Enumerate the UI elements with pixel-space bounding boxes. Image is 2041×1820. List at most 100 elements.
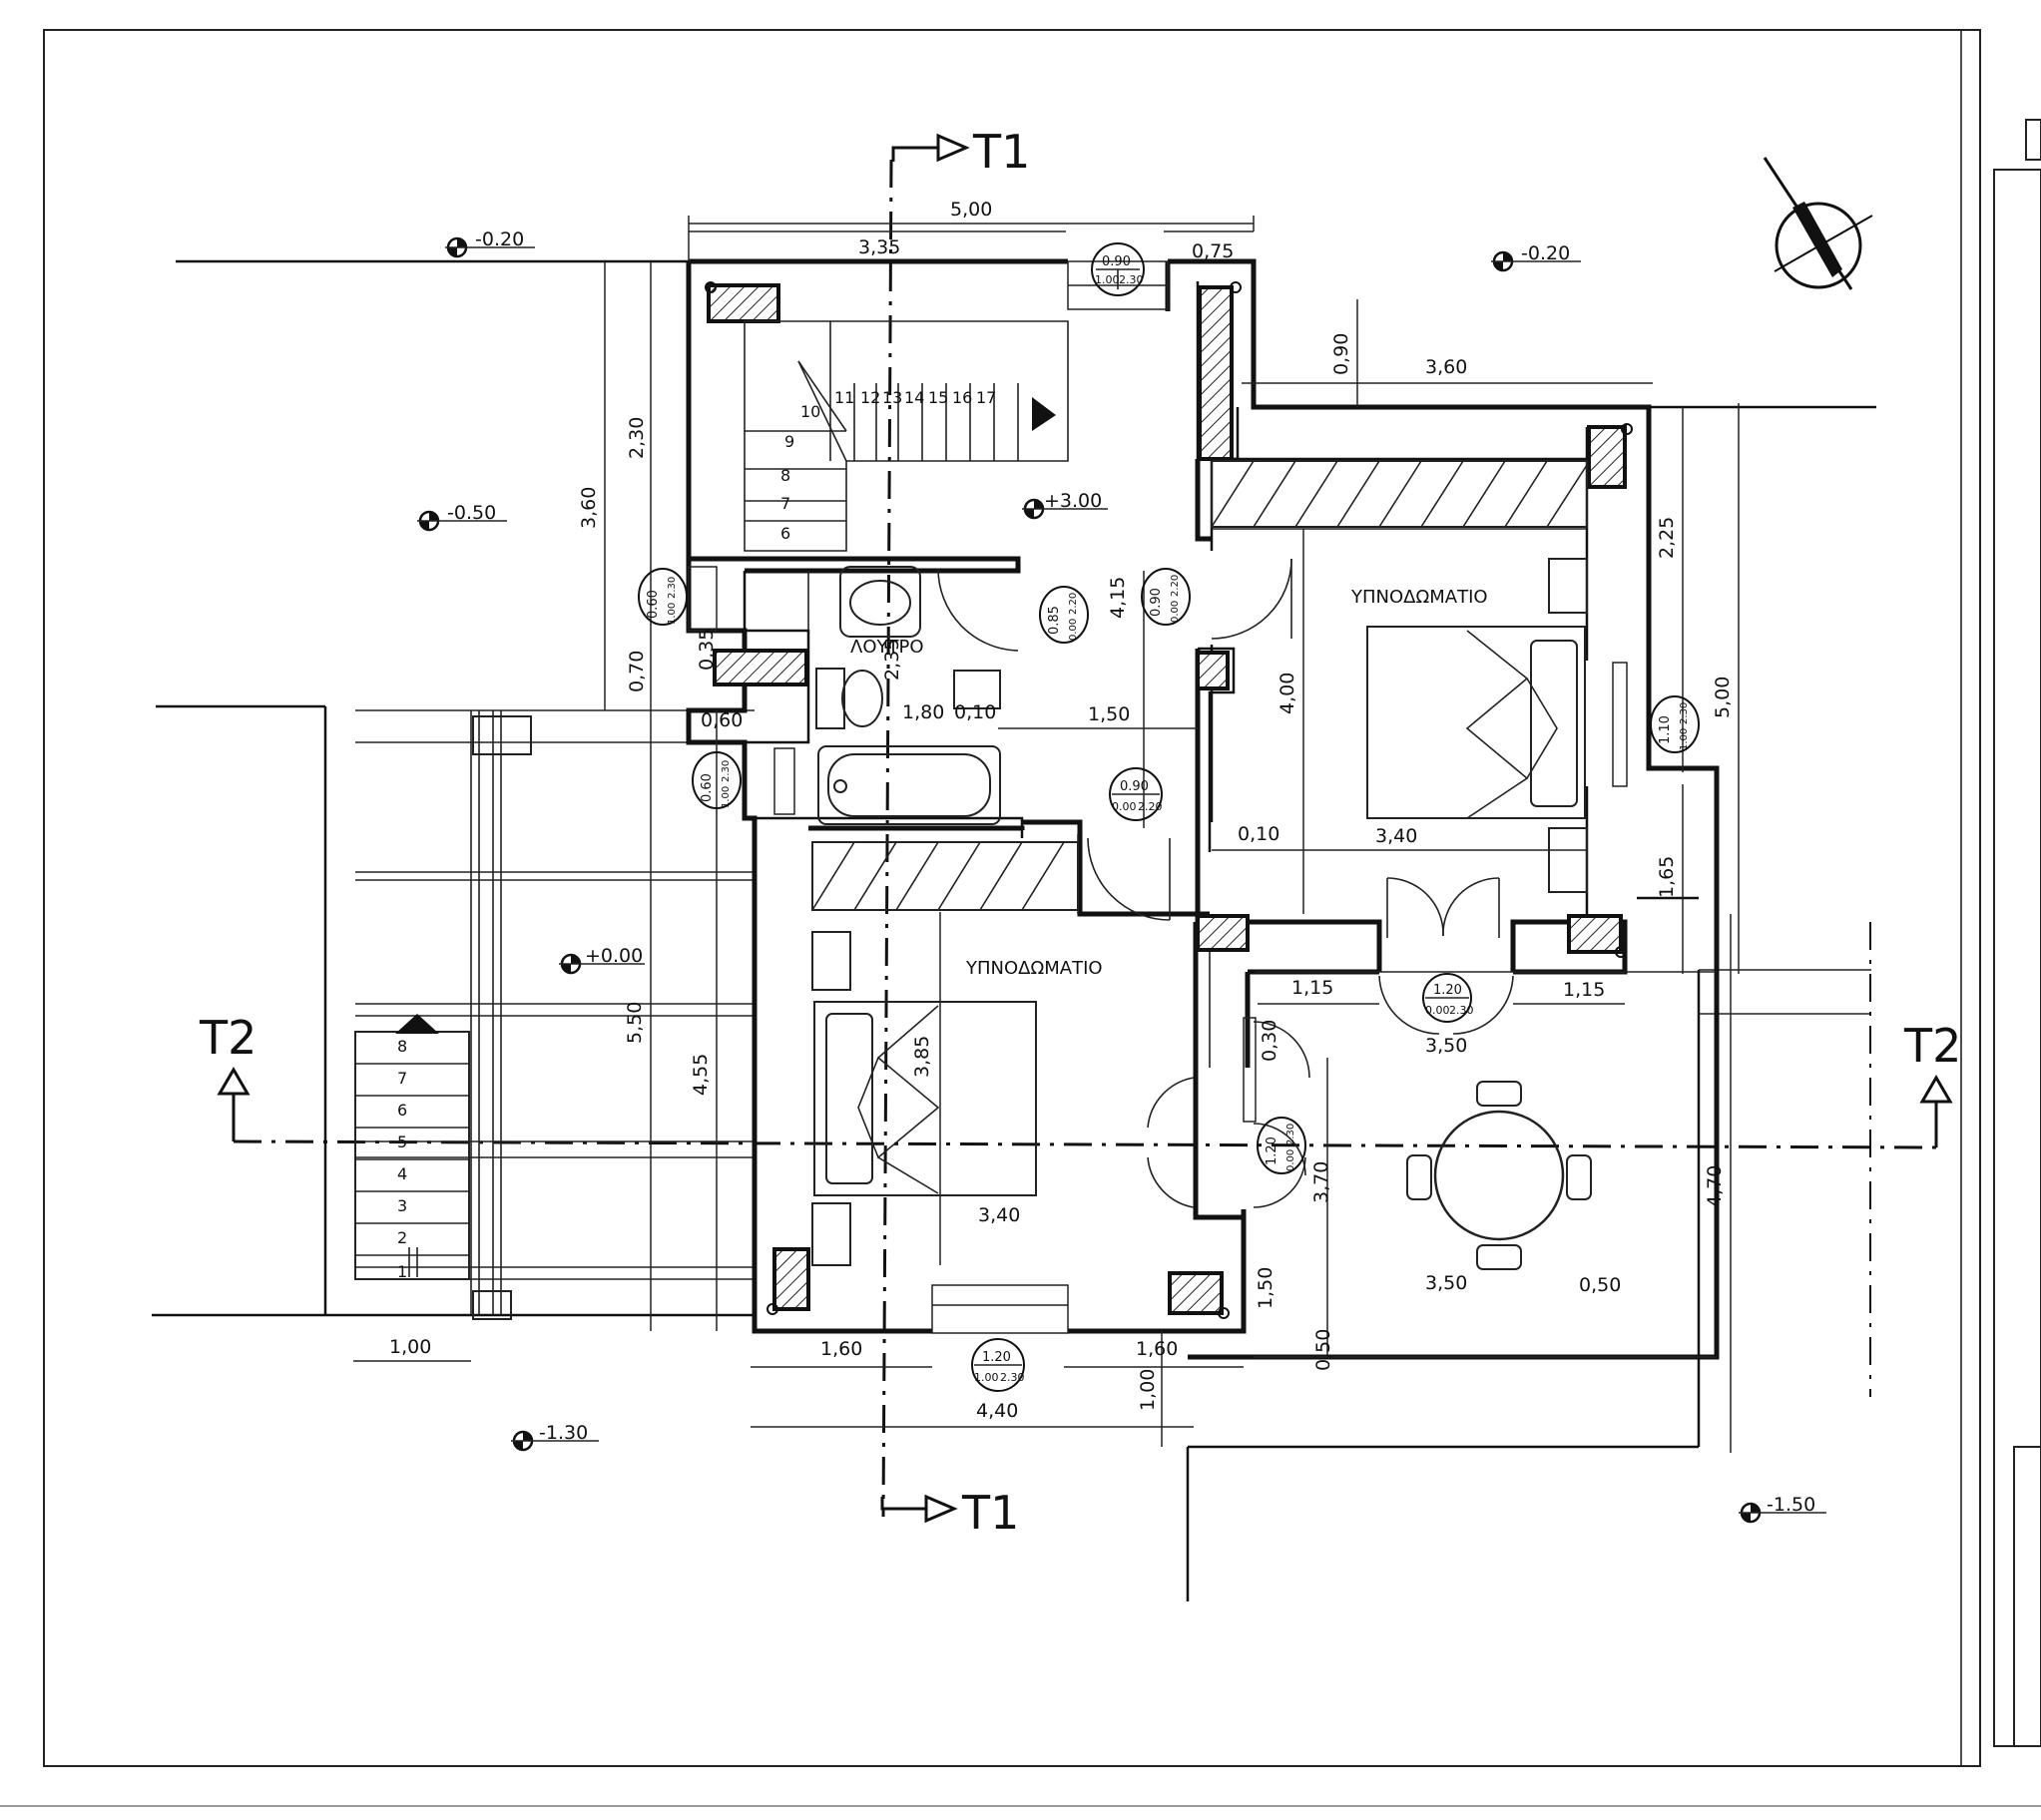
- stair-step-7: 7: [397, 1069, 407, 1088]
- dim-035: 0,35: [696, 629, 718, 671]
- window-tag-w3: 0.85 0.00 2.20: [1039, 586, 1089, 644]
- dim-050-vertical: 0,50: [1312, 1329, 1334, 1371]
- level-marker-icon: [1739, 1502, 1826, 1524]
- dining-table: [1406, 1081, 1592, 1270]
- inner-step-6: 6: [780, 524, 790, 543]
- window-w8-width: 1.20: [1433, 983, 1462, 998]
- window-tag-w9: 1.20 0.00 2.30: [1257, 1117, 1306, 1174]
- dim-160: 1,60: [820, 1338, 862, 1360]
- window-w4-head: 2.20: [1170, 575, 1181, 597]
- dim-160-b: 1,60: [1136, 1338, 1178, 1360]
- window-w10-width: 1.20: [982, 1350, 1011, 1365]
- dim-360-vertical: 3,60: [578, 487, 600, 529]
- dim-165: 1,65: [1656, 856, 1678, 898]
- dim-350-b: 3,50: [1425, 1272, 1467, 1294]
- dim-360: 3,60: [1425, 356, 1467, 378]
- level-marker-icon: [511, 1430, 599, 1452]
- dim-400: 4,00: [1276, 673, 1298, 714]
- window-w3-sill: 0.00: [1068, 619, 1079, 641]
- window-w9-width: 1.20: [1265, 1137, 1279, 1165]
- window-w8-sill: 0.00: [1425, 1004, 1450, 1017]
- wardrobe-bedroom-2: [811, 841, 1079, 911]
- level-marker-icon: [1491, 250, 1581, 272]
- sheet-border: [43, 29, 1981, 1767]
- window-w9-head: 2.30: [1285, 1124, 1296, 1145]
- window-w4-width: 0.90: [1149, 588, 1164, 617]
- window-tag-w2: 0.60 1.00 2.30: [638, 568, 688, 626]
- interior-stairs: 6 7 8 9 10 11 12 13 14 15 16 17: [744, 320, 1069, 552]
- window-w10-sill: 1.00: [974, 1371, 999, 1384]
- inner-step-16: 16: [952, 388, 972, 407]
- window-tag-w5: 0.60 1.00 2.30: [692, 751, 742, 809]
- level-label-4: +3.00: [1044, 490, 1102, 512]
- dim-115: 1,15: [1291, 977, 1333, 999]
- room-label-bath: ΛΟΥΤΡΟ: [850, 637, 924, 658]
- window-w7-head: 2.30: [1679, 702, 1690, 724]
- window-w10-head: 2.30: [1000, 1371, 1025, 1384]
- dim-440: 4,40: [976, 1400, 1018, 1422]
- section-line-t1: T1 T1: [880, 125, 1030, 1540]
- level-label-1: -0.20: [475, 228, 524, 250]
- dim-150-vertical: 1,50: [1255, 1267, 1276, 1309]
- window-w1-head: 2.30: [1119, 273, 1144, 286]
- section-label-t1-bottom: T1: [961, 1486, 1019, 1540]
- stair-step-3: 3: [397, 1196, 407, 1215]
- double-bed-2: [811, 931, 1037, 1266]
- dim-335: 3,35: [858, 236, 900, 258]
- window-w5-sill: 1.00: [721, 786, 732, 808]
- dim-100-vertical: 1,00: [1137, 1369, 1159, 1411]
- wardrobe-bedroom-1: [1211, 460, 1588, 528]
- dim-415: 4,15: [1107, 577, 1129, 619]
- window-w4-sill: 0.00: [1170, 601, 1181, 623]
- stair-step-2: 2: [397, 1228, 407, 1247]
- dim-180: 1,80: [902, 701, 944, 723]
- window-tag-w8: 1.20 0.00 2.30: [1422, 973, 1474, 1023]
- level-label-2: -0.20: [1521, 242, 1570, 264]
- dim-070: 0,70: [626, 651, 648, 692]
- window-tag-w7: 1.10 1.00 2.30: [1650, 695, 1700, 753]
- dim-385: 3,85: [911, 1036, 933, 1078]
- section-label-t1-top: T1: [972, 125, 1030, 179]
- dim-370: 3,70: [1310, 1161, 1332, 1203]
- dim-470: 4,70: [1704, 1165, 1726, 1207]
- inner-step-11: 11: [834, 388, 854, 407]
- inner-step-7: 7: [780, 494, 790, 513]
- stair-step-8: 8: [397, 1037, 407, 1056]
- inner-step-15: 15: [928, 388, 948, 407]
- window-w6-sill: 0.00: [1112, 800, 1137, 813]
- window-w2-head: 2.30: [667, 577, 678, 599]
- window-tag-w6: 0.90 0.00 2.20: [1109, 767, 1163, 821]
- dim-090: 0,90: [1330, 333, 1352, 375]
- window-w2-width: 0.60: [646, 590, 661, 619]
- level-markers: -0.20 -0.20 -0.50 +3.00 +0.00: [417, 228, 1826, 1524]
- dim-030: 0,30: [1259, 1020, 1280, 1062]
- section-line-t2: T2 T2: [199, 1011, 1961, 1149]
- inner-step-12: 12: [860, 388, 880, 407]
- dimension-chains: [353, 230, 1740, 1453]
- window-w8-head: 2.30: [1449, 1004, 1474, 1017]
- dim-075: 0,75: [1192, 240, 1234, 262]
- stair-step-6: 6: [397, 1101, 407, 1120]
- window-tag-w10: 1.20 1.00 2.30: [971, 1338, 1025, 1392]
- inner-step-14: 14: [904, 388, 924, 407]
- columns: [705, 281, 1633, 1319]
- window-tag-w4: 0.90 0.00 2.20: [1141, 568, 1191, 626]
- door-swings: [937, 558, 1514, 1208]
- level-label-5: +0.00: [585, 945, 643, 967]
- level-label-7: -1.50: [1767, 1494, 1815, 1516]
- window-w3-head: 2.20: [1068, 593, 1079, 615]
- dim-235: 2,35: [881, 639, 903, 681]
- window-w2-sill: 1.00: [667, 603, 678, 625]
- bathroom-fixtures: [815, 566, 1001, 825]
- window-w5-head: 2.30: [721, 760, 732, 782]
- dim-115-b: 1,15: [1563, 979, 1605, 1001]
- site-lines: [152, 259, 1876, 1601]
- dim-550: 5,50: [624, 1002, 646, 1044]
- level-marker-icon: [1022, 498, 1108, 520]
- window-tags: 0.90 1.00 2.30 0.60 1.00 2.30 0.85 0.00 …: [638, 242, 1700, 1392]
- window-w1-sill: 1.00: [1095, 273, 1120, 286]
- dim-100: 1,00: [389, 1336, 431, 1358]
- dim-010: 0,10: [954, 701, 996, 723]
- level-label-6: -1.30: [539, 1422, 588, 1444]
- dim-500-vertical: 5,00: [1712, 677, 1734, 718]
